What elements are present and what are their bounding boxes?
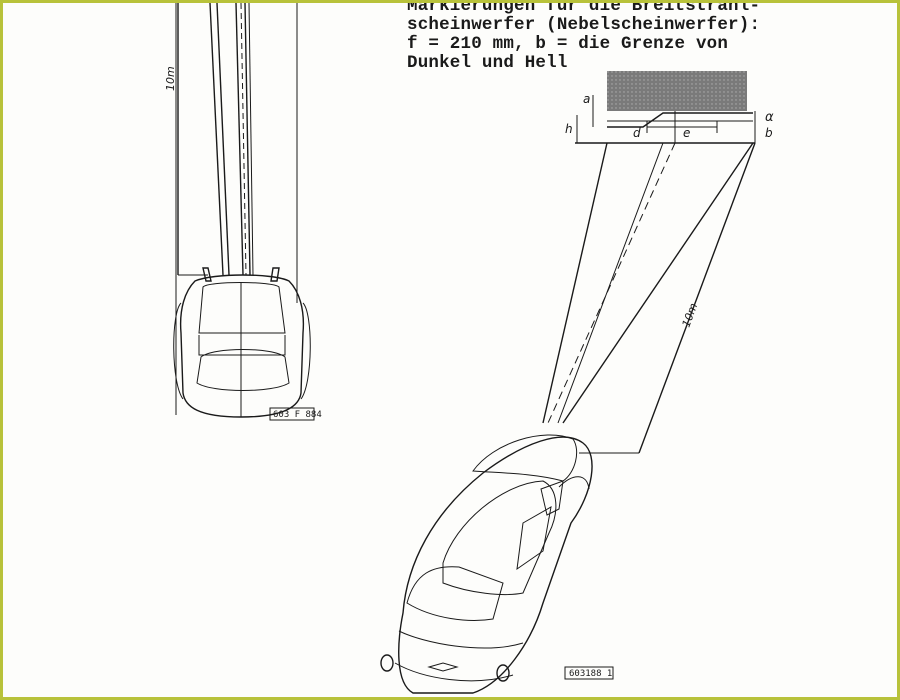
right-center-axis xyxy=(547,142,676,424)
right-car-side-window xyxy=(516,506,552,571)
right-car-hood-line xyxy=(398,630,524,649)
caption-block: Markierungen für die Breitstrahl-scheinw… xyxy=(407,0,827,73)
left-car-fender xyxy=(300,302,311,400)
right-car-roof xyxy=(442,480,557,595)
right-car-headlamp-icon xyxy=(496,664,510,682)
right-beam-left xyxy=(542,142,608,424)
left-beam-line xyxy=(235,3,244,276)
right-car-rear-roof xyxy=(472,434,578,482)
left-headlamp-icon xyxy=(202,267,212,282)
left-ref-number: 603 F 884 xyxy=(273,410,322,420)
right-car-emblem-icon xyxy=(427,662,459,672)
right-beam-inner xyxy=(557,142,664,424)
left-beam-line xyxy=(244,3,251,276)
right-car-bumper xyxy=(394,662,514,682)
wall-dark-hatch xyxy=(607,71,747,111)
caption-line-2: scheinwerfer (Nebelscheinwerfer): xyxy=(407,15,761,35)
label-b: b xyxy=(765,126,773,140)
left-distance-label: 10m xyxy=(164,66,177,91)
right-distance-label: 10m xyxy=(680,301,701,329)
label-alpha: α xyxy=(765,110,774,125)
label-d: d xyxy=(633,126,641,140)
left-beam-line xyxy=(209,3,224,276)
right-car-windshield xyxy=(406,566,504,621)
left-center-axis xyxy=(240,3,247,276)
wall-cutoff-line xyxy=(607,112,753,128)
left-car-windshield xyxy=(196,349,290,391)
caption-line-4: Dunkel und Hell xyxy=(407,53,568,73)
left-car-cowl xyxy=(198,335,286,356)
technical-drawing: 10m 603 F 884 xyxy=(164,3,774,694)
right-car-rear-fender xyxy=(558,476,590,490)
left-car-hood xyxy=(198,282,286,334)
right-dimension-line xyxy=(638,142,756,454)
right-beam-right xyxy=(562,142,754,424)
caption-line-1: Markierungen für die Breitstrahl- xyxy=(407,0,761,16)
label-a: a xyxy=(583,92,590,106)
left-car-fender xyxy=(173,302,184,400)
right-car-side-window xyxy=(540,480,564,516)
right-ref-number: 603188 1 xyxy=(569,669,612,679)
right-car-headlamp-icon xyxy=(380,654,394,672)
right-figure: a h d e b α 10m xyxy=(380,71,774,694)
label-h: h xyxy=(565,122,573,136)
caption-line-3: f = 210 mm, b = die Grenze von xyxy=(407,34,729,54)
right-headlamp-icon xyxy=(270,267,280,282)
left-ref-box xyxy=(269,407,315,421)
left-figure: 10m 603 F 884 xyxy=(164,3,322,421)
left-beam-line xyxy=(216,3,230,276)
label-e: e xyxy=(683,126,690,140)
right-car-body xyxy=(398,436,593,694)
right-ref-box xyxy=(564,666,614,680)
left-beam-line xyxy=(248,3,254,276)
